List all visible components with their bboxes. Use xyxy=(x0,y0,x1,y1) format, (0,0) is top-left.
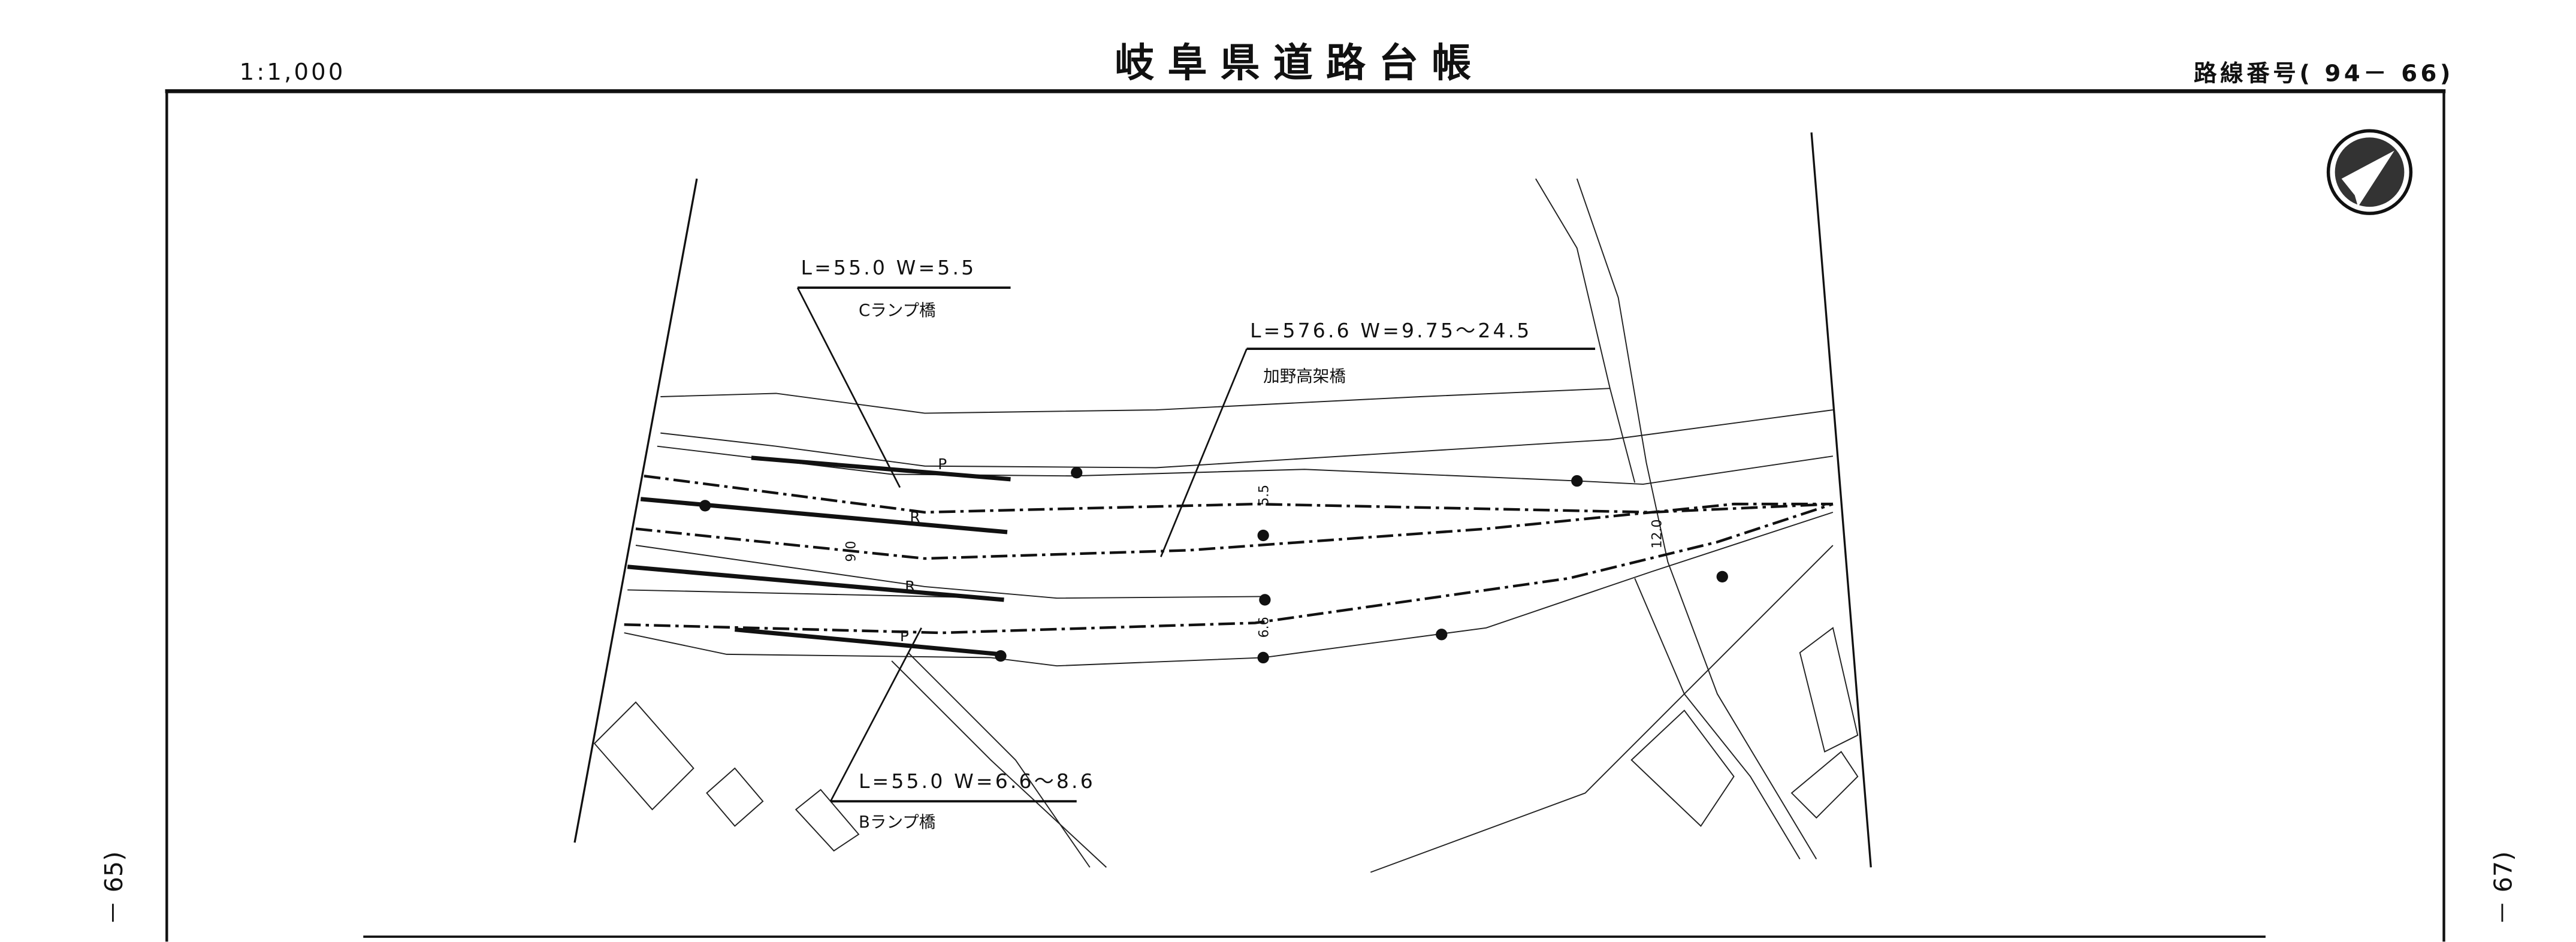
width-dimension: 12.0 xyxy=(1650,519,1665,548)
survey-markers xyxy=(699,467,1728,664)
bridge-dimensions: L=576.6 W=9.75～24.5 xyxy=(1250,319,1532,342)
width-dimension: 9.0 xyxy=(844,541,859,562)
rail-mark: P xyxy=(900,627,909,645)
bridge-callout-kano-viaduct: L=576.6 W=9.75～24.5 加野高架橋 xyxy=(1160,319,1596,557)
page-title: 岐阜県道路台帳 xyxy=(1115,40,1484,86)
sheet-frame xyxy=(165,89,2446,942)
next-page-ref: － 67) xyxy=(2489,852,2518,925)
bridge-dimensions: L=55.0 W=5.5 xyxy=(801,256,977,279)
rail-mark: R xyxy=(910,508,920,526)
buildings xyxy=(593,627,1859,852)
road-lines xyxy=(624,178,1834,873)
bridge-name: 加野高架橋 xyxy=(1263,367,1346,386)
scale-label: 1:1,000 xyxy=(240,59,346,86)
section-boundaries xyxy=(573,132,1872,868)
bridge-name: Bランプ橋 xyxy=(859,813,935,832)
width-dimension: 6.6 xyxy=(1257,617,1272,638)
north-arrow-icon xyxy=(2326,129,2413,215)
width-dimension: 5.5 xyxy=(1257,485,1272,506)
bridge-name: Cランプ橋 xyxy=(859,301,936,320)
bridge-dimensions: L=55.0 W=6.6～8.6 xyxy=(859,769,1095,793)
previous-page-ref: － 65) xyxy=(99,852,128,925)
route-number: 路線番号( 94－ 66) xyxy=(2194,61,2454,87)
rail-mark: R xyxy=(905,578,915,595)
rail-mark: P xyxy=(938,455,947,473)
bridge-callout-c-ramp: L=55.0 W=5.5 Cランプ橋 xyxy=(796,256,1011,488)
bridge-rails xyxy=(627,455,1011,657)
bridge-callout-b-ramp: L=55.0 W=6.6～8.6 Bランプ橋 xyxy=(829,627,1095,832)
